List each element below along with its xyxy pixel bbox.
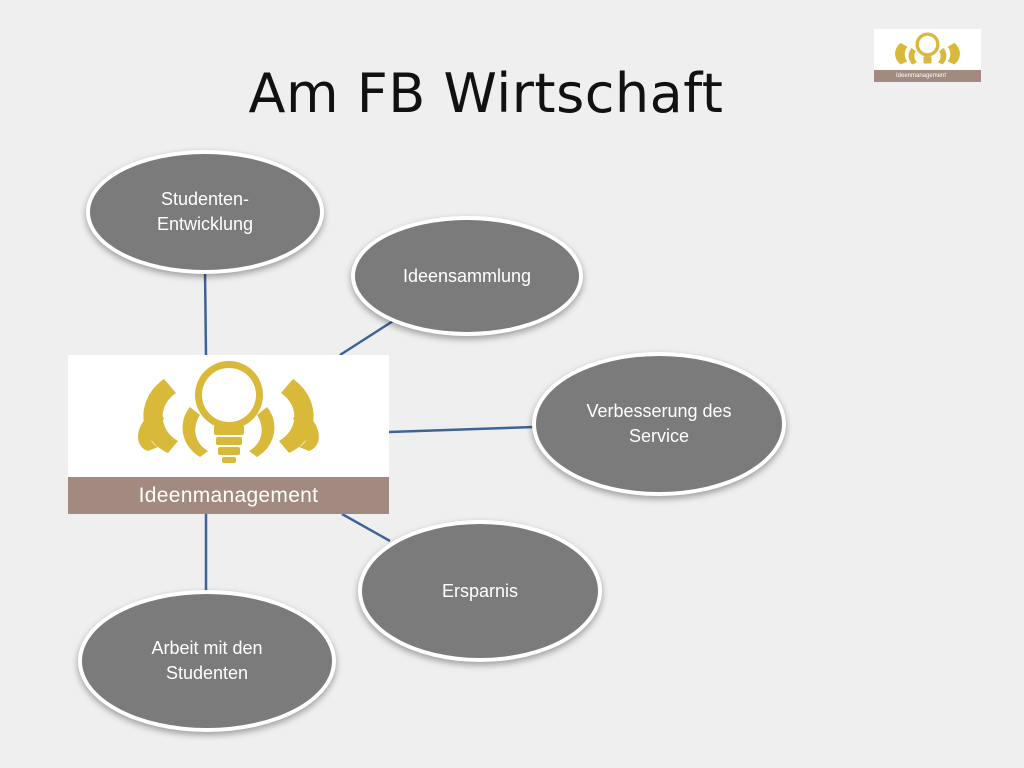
node-verbesserung-des-service: Verbesserung des Service [532,352,786,496]
node-label-line: Service [628,426,689,446]
logo-small-label: Ideenmanagement [874,70,981,82]
node-label-line: Entwicklung [156,214,254,234]
node-label-line: Ideensammlung [402,265,532,286]
connector-ersparnis [341,512,391,543]
node-label-line: Studenten [165,663,249,683]
connector-studenten-entwicklung [203,269,208,357]
connector-verbesserung [388,425,535,434]
node-label-line: Arbeit mit den [151,638,263,658]
node-arbeit-mit-den-studenten: Arbeit mit den Studenten [78,590,336,732]
node-studenten-entwicklung: Studenten- Entwicklung [86,150,324,274]
ideenmanagement-logo-small: Ideenmanagement [874,29,981,82]
ideenmanagement-logo-center: Ideenmanagement [68,355,389,514]
connector-ideensammlung [339,319,394,357]
node-label-line: Studenten- [160,189,250,209]
node-ersparnis: Ersparnis [358,520,602,662]
lightbulb-logo-icon [138,361,319,463]
node-ideensammlung: Ideensammlung [351,216,583,336]
node-label-line: Verbesserung des [586,401,732,421]
logo-center-label: Ideenmanagement [68,477,389,514]
lightbulb-logo-icon [895,32,960,65]
slide-title: Am FB Wirtschaft [248,62,724,125]
node-label-line: Ersparnis [441,580,519,601]
